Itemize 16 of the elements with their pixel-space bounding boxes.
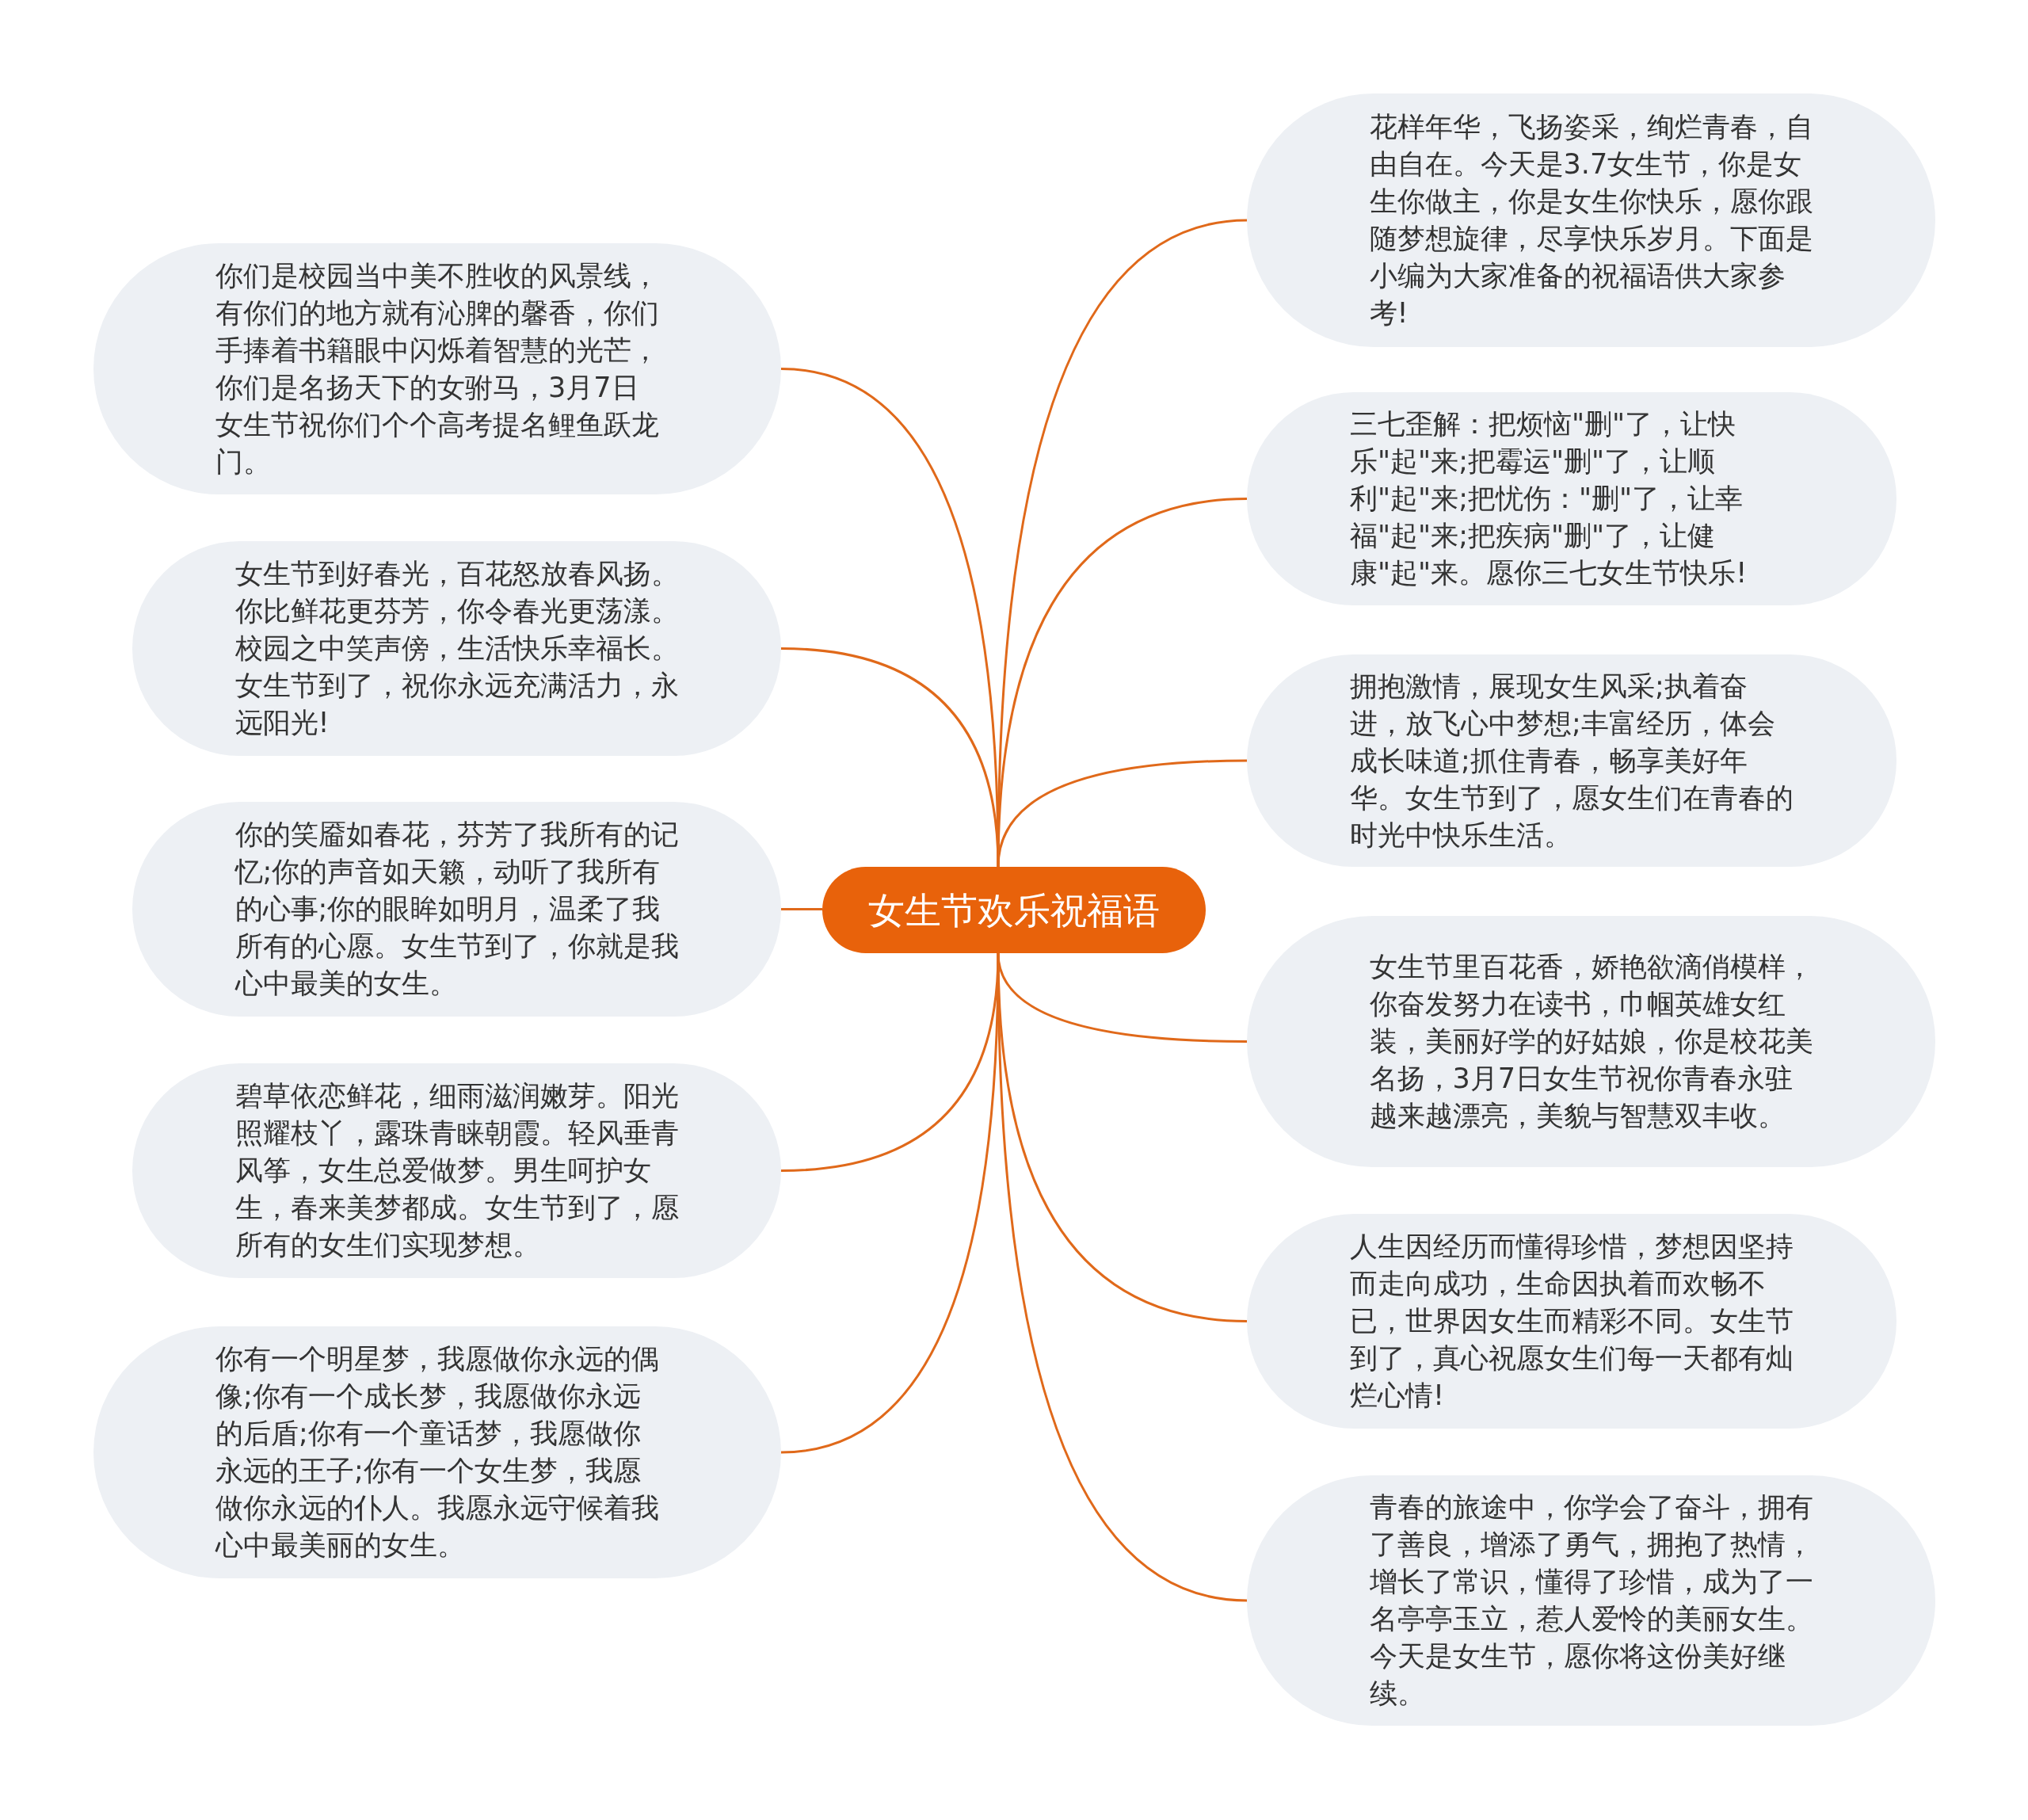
message-text: 你的笑靥如春花，芬芳了我所有的记忆;你的声音如天籁，动听了我所有的心事;你的眼眸如明月，温柔了我所有的心愿。女生节到了，你就是我心中最美的女生。 — [234, 818, 679, 1001]
connector-line — [997, 759, 1248, 868]
connector-line — [997, 952, 1248, 1602]
message-text: 三七歪解：把烦恼"删"了，让快乐"起"来;把霉运"删"了，让顺利"起"来;把忧伤："删"了，让幸福"起"来;把疾病"删"了，让健康"起"来。愿你三七女生节快乐! — [1350, 407, 1748, 590]
connector-line — [781, 908, 822, 910]
message-text: 女生节里百花香，娇艳欲滴俏模样，你奋发努力在读书，巾帼英雄女红装，美丽好学的好姑娘，你是校花美名扬，3月7日女生节祝你青春永驻越来越漂亮，美貌与智慧双丰收。 — [1369, 950, 1813, 1133]
message-text: 女生节到好春光，百花怒放春风扬。你比鲜花更芬芳，你令春光更荡漾。校园之中笑声傍，生活快乐幸福长。女生节到了，祝你永远充满活力，永远阳光! — [234, 557, 679, 740]
message-text: 你们是校园当中美不胜收的风景线，有你们的地方就有沁脾的馨香，你们手捧着书籍眼中闪烁着智慧的光芒，你们是名扬天下的女驸马，3月7日女生节祝你们个个高考提名鲤鱼跃龙门。 — [215, 258, 659, 479]
message-text: 人生因经历而懂得珍惜，梦想因坚持而走向成功，生命因执着而欢畅不已，世界因女生而精彩不同。女生节到了，真心祝愿女生们每一天都有灿烂心情! — [1350, 1230, 1794, 1413]
topic-title: 女生节欢乐祝福语 — [868, 887, 1160, 933]
message-text: 你有一个明星梦，我愿做你永远的偶像;你有一个成长梦，我愿做你永远的后盾;你有一个童话梦，我愿做你永远的王子;你有一个女生梦，我愿做你永远的仆人。我愿永远守候着我心中最美丽的女生。 — [215, 1342, 659, 1562]
message-text: 青春的旅途中，你学会了奋斗，拥有了善良，增添了勇气，拥抱了热情，增长了常识，懂得了珍惜，成为了一名亭亭玉立，惹人爱怜的美丽女生。今天是女生节，愿你将这份美好继续。 — [1369, 1490, 1813, 1711]
message-text: 碧草依恋鲜花，细雨滋润嫩芽。阳光照耀枝丫，露珠青睐朝霞。轻风垂青风筝，女生总爱做梦。男生呵护女生，春来美梦都成。女生节到了，愿所有的女生们实现梦想。 — [234, 1079, 679, 1262]
message-text: 花样年华，飞扬姿采，绚烂青春，自由自在。今天是3.7女生节，你是女生你做主，你是女生你快乐，愿你跟随梦想旋律，尽享快乐岁月。下面是小编为大家准备的祝福语供大家参考! — [1369, 110, 1813, 330]
message-text: 拥抱激情，展现女生风采;执着奋进，放飞心中梦想;丰富经历，体会成长味道;抓住青春，畅享美好年华。女生节到了，愿女生们在青春的时光中快乐生活。 — [1350, 669, 1794, 853]
connector-line — [780, 647, 1000, 868]
